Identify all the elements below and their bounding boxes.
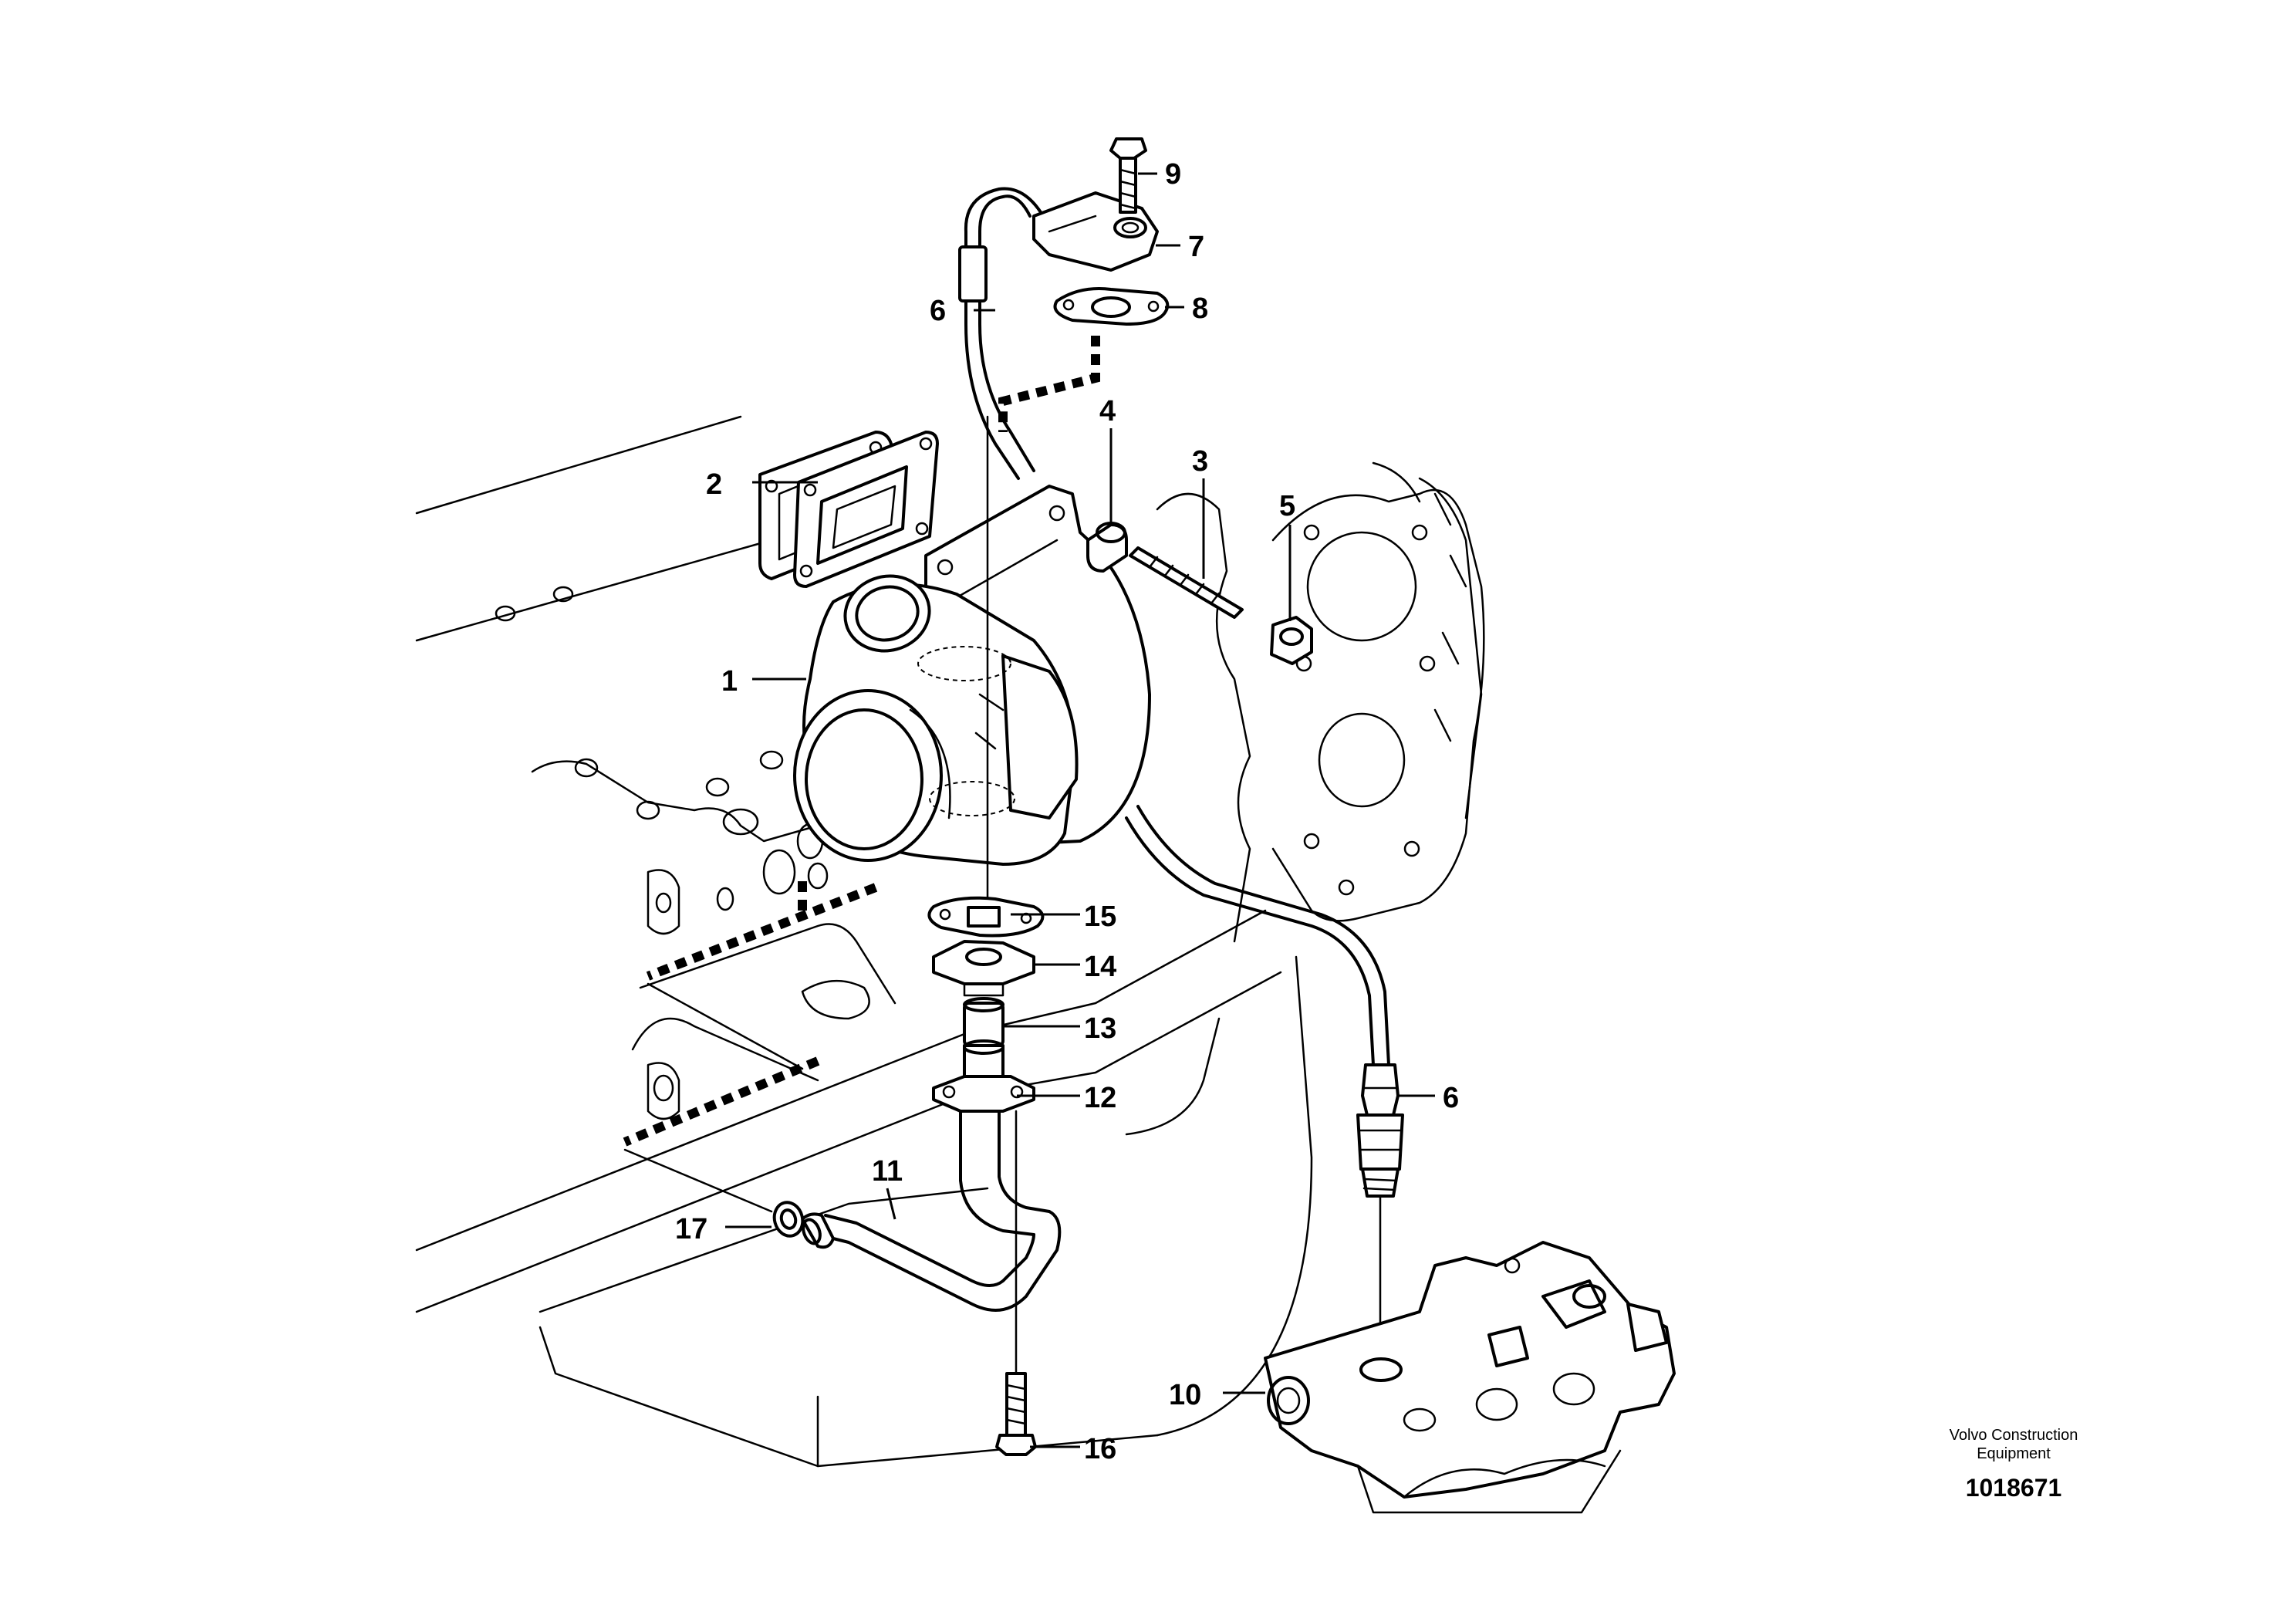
label-part-11: 11 [872,1155,903,1188]
assembly-line-lower-4 [623,1148,773,1213]
drain-gasket [927,896,1045,938]
drain-flange [932,940,1035,997]
company-name-line1: Volvo Construction [1949,1427,2078,1444]
label-part-14: 14 [1084,951,1116,983]
label-part-10: 10 [1169,1379,1201,1411]
oil-feed-pipe-upper [958,187,1047,480]
turbocharger [793,485,1151,866]
label-part-16: 16 [1084,1433,1116,1465]
drain-sleeve [963,997,1004,1047]
label-part-4: 4 [1099,395,1116,427]
oil-feed-pipe-lower [1125,805,1404,1360]
exhaust-gasket [793,431,939,588]
drawing-caption: Volvo Construction Equipment 1018671 [1890,1426,2137,1502]
engine-block-outline [415,415,1313,1468]
label-part-7: 7 [1188,231,1204,263]
label-part-17: 17 [675,1213,707,1245]
label-part-5: 5 [1279,490,1295,522]
label-part-6-lower: 6 [1443,1082,1459,1114]
drain-tube [932,1039,1051,1236]
label-part-13: 13 [1084,1012,1116,1045]
stud [1129,546,1244,619]
banjo-bolt [1109,137,1147,214]
drain-bolt [995,1110,1037,1456]
label-part-6-upper: 6 [930,295,946,327]
flywheel-housing-outline [1156,461,1485,943]
label-part-9: 9 [1165,158,1181,191]
oil-filter-housing [1264,1241,1676,1514]
spacer [1086,522,1128,573]
part-labels: 1 2 3 4 5 6 6 7 8 9 10 11 12 13 14 15 16… [675,158,1459,1465]
leader-lines [725,172,1435,1448]
return-pipe [801,1210,1062,1312]
company-name-line2: Equipment [1977,1445,2051,1462]
label-part-3: 3 [1192,445,1208,478]
banjo-gasket [1053,287,1170,326]
drawing-number: 1018671 [1965,1474,2062,1502]
label-part-1: 1 [721,665,738,698]
assembly-line-lower-1 [646,883,878,981]
assembly-line-lower-2 [623,1056,820,1147]
label-part-2: 2 [706,468,722,501]
banjo-fitting [1032,191,1159,272]
assembly-line-lower-5 [647,982,804,1070]
label-part-8: 8 [1192,292,1208,325]
assembly-line-upper [998,336,1100,432]
label-part-15: 15 [1084,901,1116,933]
nut [1270,616,1313,665]
o-ring [772,1201,805,1238]
label-part-12: 12 [1084,1082,1116,1114]
